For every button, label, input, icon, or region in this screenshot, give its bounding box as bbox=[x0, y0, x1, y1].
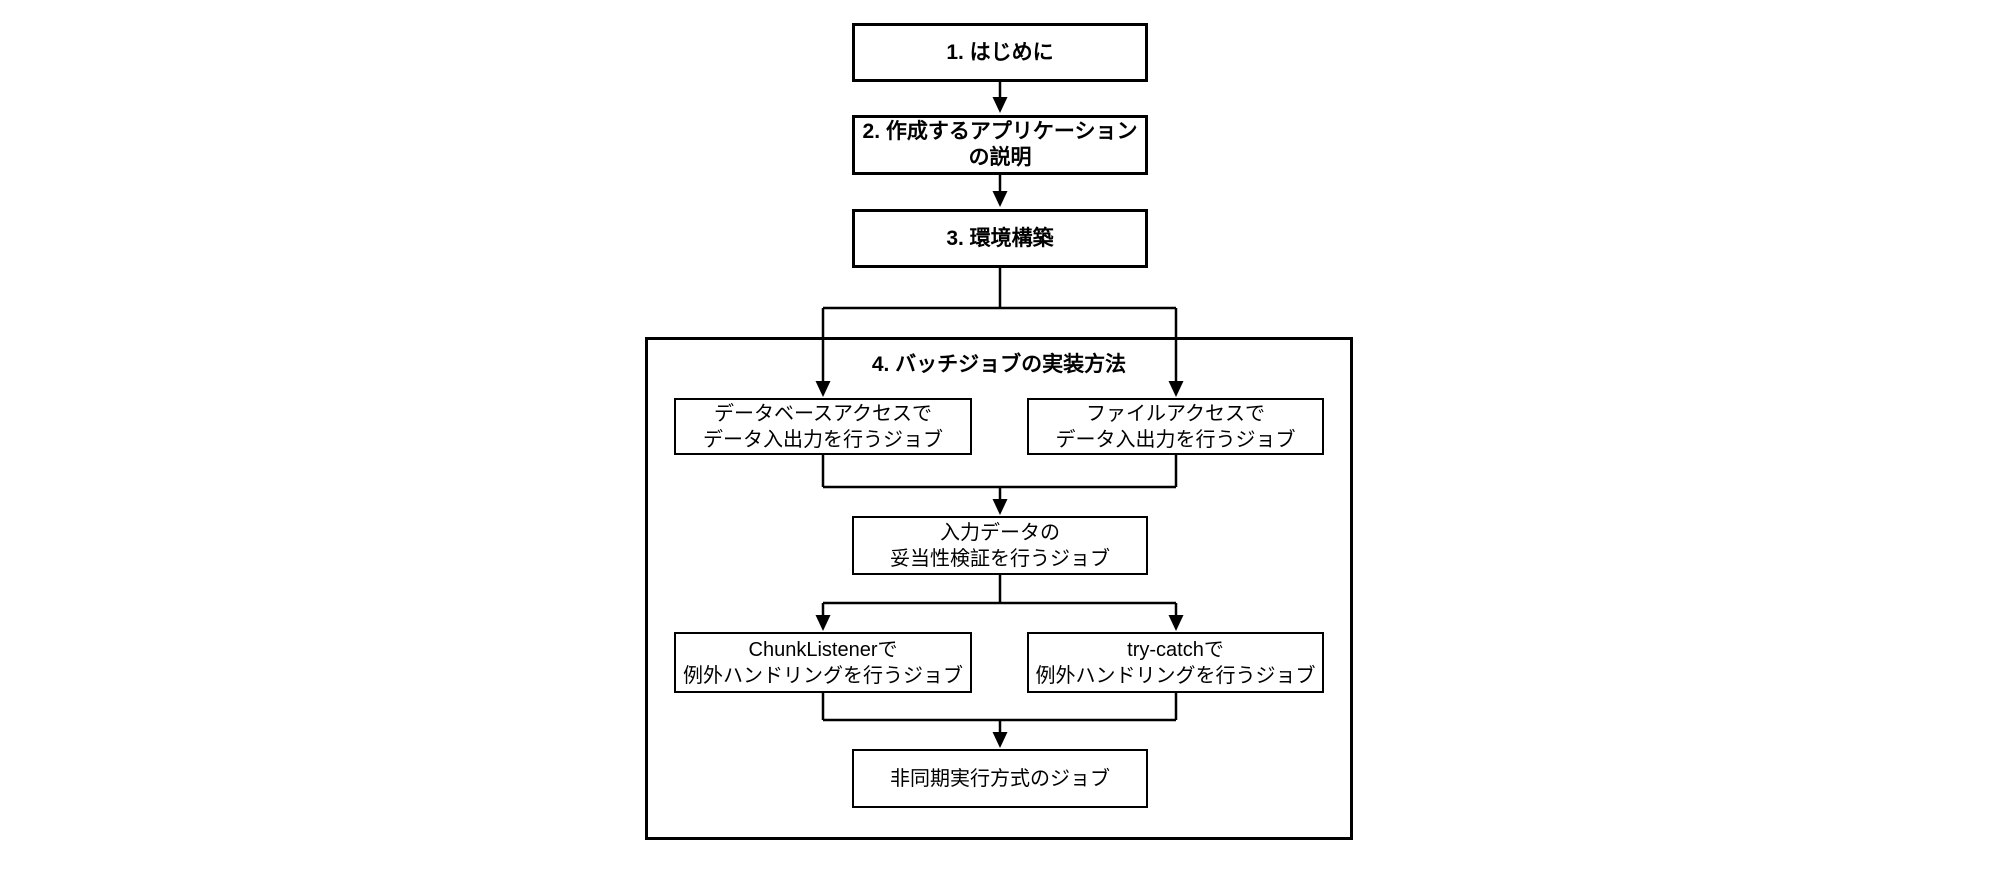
arrow-app-to-env bbox=[992, 175, 1008, 207]
node-validation-job-label: 入力データの 妥当性検証を行うジョブ bbox=[890, 521, 1110, 570]
node-db-access-job-label: データベースアクセスで データ入出力を行うジョブ bbox=[703, 402, 943, 451]
node-chunk-listener-job: ChunkListenerで 例外ハンドリングを行うジョブ bbox=[674, 632, 972, 693]
batch-group-box bbox=[645, 337, 1353, 840]
branch-env-to-row1 bbox=[815, 268, 1184, 397]
node-chunk-listener-job-label: ChunkListenerで 例外ハンドリングを行うジョブ bbox=[683, 638, 963, 687]
node-db-access-job: データベースアクセスで データ入出力を行うジョブ bbox=[674, 398, 972, 455]
node-try-catch-job: try-catchで 例外ハンドリングを行うジョブ bbox=[1027, 632, 1324, 693]
node-env-setup-label: 3. 環境構築 bbox=[946, 226, 1054, 250]
merge-row1-to-validation bbox=[821, 455, 1178, 515]
node-app-description: 2. 作成するアプリケーション の説明 bbox=[852, 115, 1148, 175]
node-try-catch-job-label: try-catchで 例外ハンドリングを行うジョブ bbox=[1035, 638, 1316, 687]
node-intro: 1. はじめに bbox=[852, 23, 1148, 82]
node-async-job-label: 非同期実行方式のジョブ bbox=[890, 767, 1110, 790]
arrow-intro-to-app bbox=[992, 82, 1008, 113]
node-app-description-label: 2. 作成するアプリケーション の説明 bbox=[862, 120, 1138, 169]
node-intro-label: 1. はじめに bbox=[946, 40, 1054, 64]
node-file-access-job: ファイルアクセスで データ入出力を行うジョブ bbox=[1027, 398, 1324, 455]
batch-group-title: 4. バッチジョブの実装方法 bbox=[871, 353, 1127, 376]
node-async-job: 非同期実行方式のジョブ bbox=[852, 749, 1148, 808]
node-validation-job: 入力データの 妥当性検証を行うジョブ bbox=[852, 516, 1148, 575]
node-file-access-job-label: ファイルアクセスで データ入出力を行うジョブ bbox=[1055, 402, 1296, 451]
merge-row2-to-async bbox=[821, 693, 1178, 748]
branch-validation-to-row2 bbox=[815, 575, 1184, 631]
node-env-setup: 3. 環境構築 bbox=[852, 209, 1148, 268]
